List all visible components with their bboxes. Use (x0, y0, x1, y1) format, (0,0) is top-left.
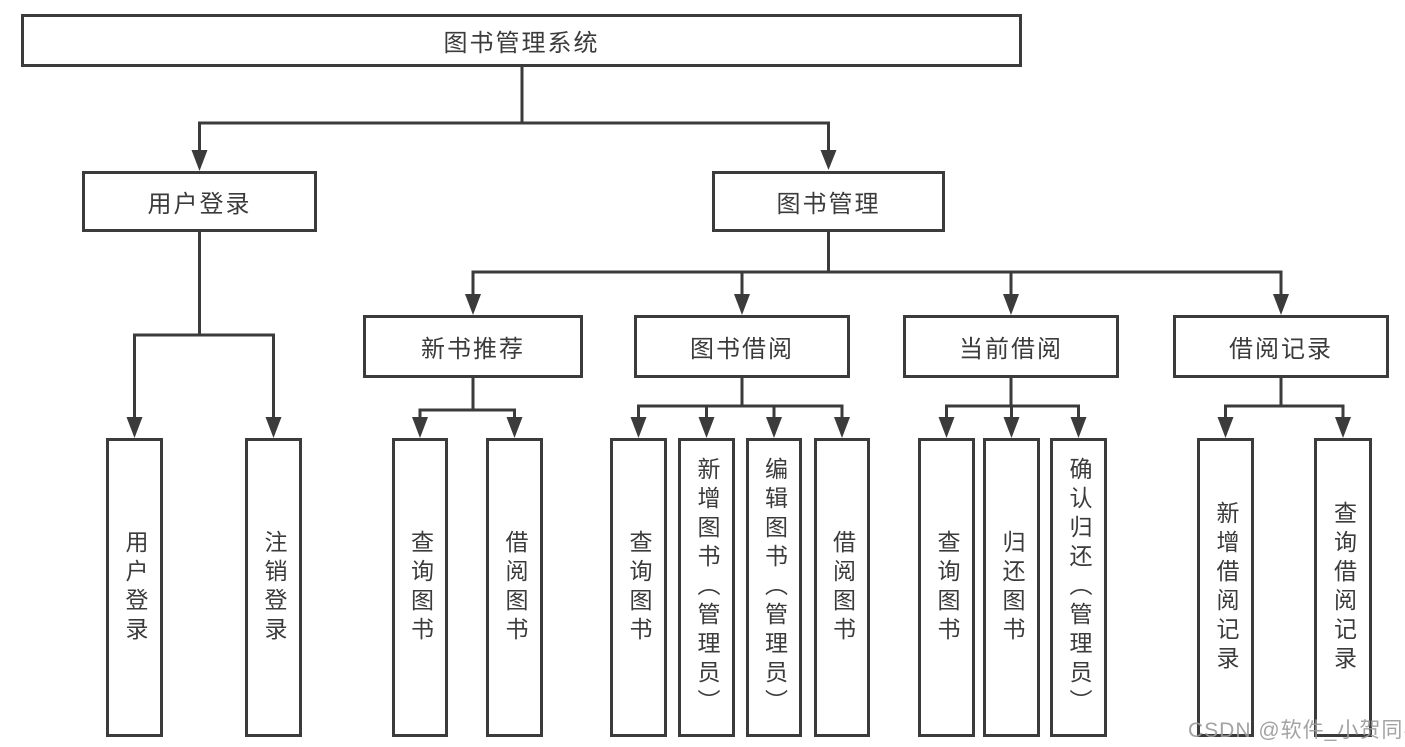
leaf-label: 查询图书 (934, 529, 960, 646)
leaf-label: 注销登录 (261, 529, 287, 646)
leaf-label: 查询图书 (407, 529, 434, 646)
leaf-br-add-record: 新增借阅记录 (1197, 438, 1254, 737)
leaf-logout: 注销登录 (245, 438, 302, 737)
leaf-nbr-query-books: 查询图书 (392, 438, 448, 737)
node-book-borrow: 图书借阅 (634, 315, 850, 378)
leaf-cb-return-books: 归还图书 (983, 438, 1040, 737)
leaf-label: 编辑图书（管理员） (761, 457, 788, 718)
node-library-management-system: 图书管理系统 (21, 14, 1022, 67)
csdn-watermark: CSDN @软件_小贺同学 (1188, 719, 1405, 742)
node-current-borrow: 当前借阅 (903, 315, 1119, 378)
leaf-label: 查询借阅记录 (1330, 500, 1357, 675)
leaf-bb-borrow-books: 借阅图书 (814, 438, 870, 737)
leaf-bb-query-books: 查询图书 (610, 438, 667, 737)
leaf-label: 借阅图书 (829, 529, 856, 646)
leaf-label: 用户登录 (122, 529, 148, 646)
leaf-user-login: 用户登录 (106, 438, 163, 737)
leaf-label: 新增图书（管理员） (694, 457, 720, 718)
leaf-label: 借阅图书 (502, 529, 528, 646)
leaf-label: 查询图书 (626, 529, 652, 646)
leaf-bb-add-book-admin: 新增图书（管理员） (678, 438, 735, 737)
node-new-book-recommend: 新书推荐 (363, 315, 583, 378)
node-user-login-branch: 用户登录 (82, 171, 317, 232)
node-book-management: 图书管理 (712, 171, 945, 232)
leaf-cb-query-books: 查询图书 (918, 438, 975, 737)
leaf-nbr-borrow-books: 借阅图书 (486, 438, 543, 737)
node-borrow-records: 借阅记录 (1173, 315, 1389, 378)
leaf-label: 确认归还（管理员） (1066, 457, 1092, 718)
leaf-br-query-record: 查询借阅记录 (1314, 438, 1372, 737)
leaf-label: 归还图书 (999, 529, 1025, 646)
leaf-cb-confirm-return-admin: 确认归还（管理员） (1050, 438, 1107, 737)
leaf-bb-edit-book-admin: 编辑图书（管理员） (746, 438, 802, 737)
leaf-label: 新增借阅记录 (1213, 500, 1239, 675)
